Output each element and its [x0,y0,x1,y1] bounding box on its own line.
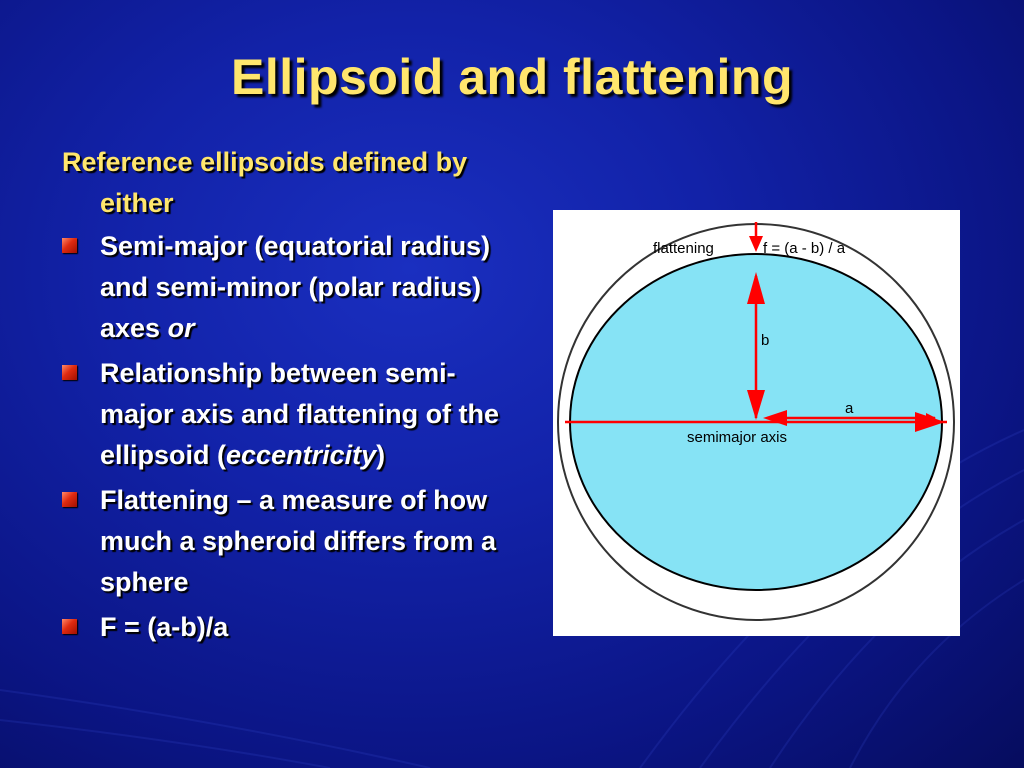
slide-title: Ellipsoid and flattening [231,49,793,105]
bullet-text: Flattening – a measure of how much a sph… [100,485,497,597]
semiminor-arrow-head-bottom [747,390,765,420]
semimajor-axis-label: semimajor axis [687,429,787,446]
bullet-text-italic: or [167,313,195,343]
bullet-square-icon [62,238,77,253]
semimajor-arrow-head-right [915,412,945,432]
bullet-text: Semi-major (equatorial radius) and semi-… [100,231,491,343]
intro-text: Reference ellipsoids defined by either [62,147,468,218]
semimajor-arrow-head-left [763,410,787,426]
bullet-square-icon [62,619,77,634]
ellipsoid-diagram: flattening f = (a - b) / a b a semimajor… [553,210,960,636]
flattening-formula-label: f = (a - b) / a [763,240,846,257]
a-label: a [845,400,854,417]
flattening-label: flattening [653,240,714,257]
bullet-text: Relationship between semi-major axis and… [100,358,500,470]
b-label: b [761,332,769,349]
bullet-item: Relationship between semi-major axis and… [62,353,512,476]
flattening-arrow-head [749,236,763,252]
semiminor-arrow-head-top [747,272,765,304]
slide-body: Reference ellipsoids defined by either S… [62,142,512,652]
bullet-text: F = (a-b)/a [100,612,229,642]
bullet-item: Semi-major (equatorial radius) and semi-… [62,226,512,349]
bullet-text: ) [376,440,386,470]
ellipsoid-diagram-svg: flattening f = (a - b) / a b a semimajor… [557,222,955,621]
bullet-item: F = (a-b)/a [62,607,512,648]
bullet-square-icon [62,365,77,380]
bullet-square-icon [62,492,77,507]
bullet-item: Flattening – a measure of how much a sph… [62,480,512,603]
bullet-text-italic: eccentricity [226,440,377,470]
